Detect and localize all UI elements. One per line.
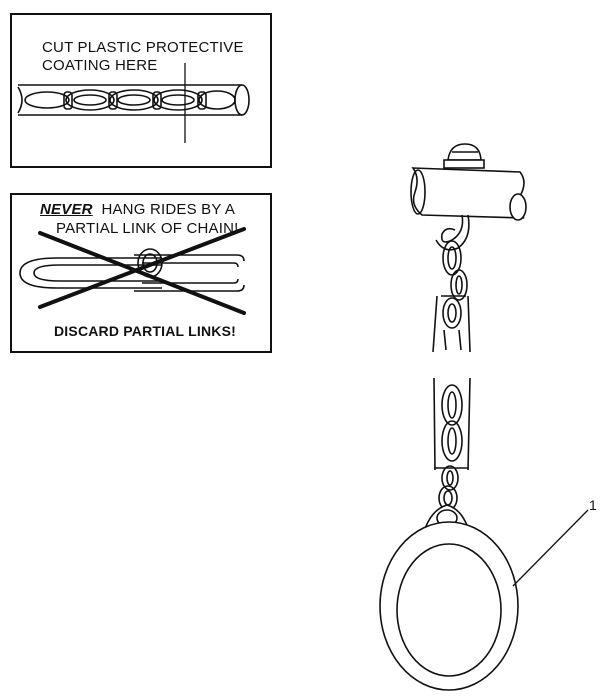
cut-coating-line1: CUT PLASTIC PROTECTIVE (42, 39, 244, 56)
warning-line2: PARTIAL LINK OF CHAIN! (56, 220, 239, 237)
discard-partial-links: DISCARD PARTIAL LINKS! (54, 323, 236, 339)
cut-coating-panel: CUT PLASTIC PROTECTIVE COATING HERE (10, 13, 272, 168)
warning-line1-rest: HANG RIDES BY A (101, 201, 236, 218)
crossed-partial-link-illustration (19, 227, 246, 315)
never-word: NEVER (40, 201, 93, 218)
cut-coating-line2: COATING HERE (42, 57, 158, 74)
coated-chain-illustration (17, 63, 250, 143)
callout-number: 1 (589, 497, 597, 513)
partial-link-warning-panel: NEVER HANG RIDES BY A PARTIAL LINK OF CH… (10, 193, 272, 353)
warning-line1: NEVER HANG RIDES BY A (40, 201, 235, 218)
